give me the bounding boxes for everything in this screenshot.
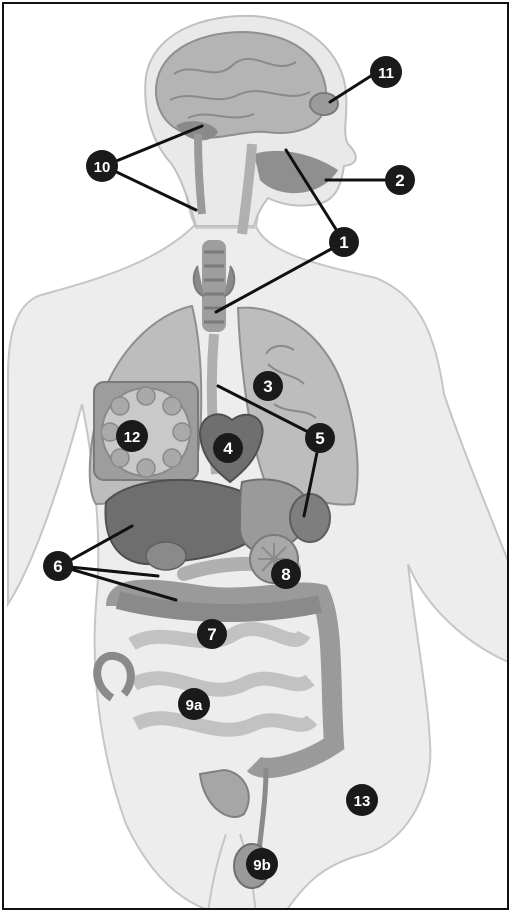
gallbladder <box>146 542 186 570</box>
svg-text:7: 7 <box>207 625 216 644</box>
marker-3: 3 <box>253 371 283 401</box>
marker-4: 4 <box>213 433 243 463</box>
svg-text:5: 5 <box>315 429 324 448</box>
marker-2: 2 <box>385 165 415 195</box>
svg-text:9b: 9b <box>253 857 271 874</box>
svg-text:6: 6 <box>53 557 62 576</box>
spleen <box>290 494 330 542</box>
spinal-cord-upper <box>198 134 202 214</box>
svg-text:12: 12 <box>124 429 141 446</box>
svg-text:4: 4 <box>223 439 233 458</box>
marker-10: 10 <box>86 150 118 182</box>
marker-11: 11 <box>370 56 402 88</box>
marker-9a: 9a <box>178 688 210 720</box>
marker-5: 5 <box>305 423 335 453</box>
marker-7: 7 <box>197 619 227 649</box>
marker-12: 12 <box>116 420 148 452</box>
brain <box>156 32 326 138</box>
svg-text:10: 10 <box>94 159 111 176</box>
svg-text:13: 13 <box>354 793 371 810</box>
marker-8: 8 <box>271 559 301 589</box>
marker-13: 13 <box>346 784 378 816</box>
svg-text:11: 11 <box>378 65 394 82</box>
svg-text:1: 1 <box>339 233 348 252</box>
svg-text:8: 8 <box>281 565 290 584</box>
marker-9b: 9b <box>246 848 278 880</box>
eye <box>310 93 338 115</box>
marker-1: 1 <box>329 227 359 257</box>
anatomy-illustration: 1 2 3 4 5 6 7 8 9a 9b 10 11 12 13 <box>4 4 509 910</box>
svg-text:3: 3 <box>263 377 272 396</box>
svg-text:9a: 9a <box>186 697 203 714</box>
svg-text:2: 2 <box>395 171 404 190</box>
marker-6: 6 <box>43 551 73 581</box>
